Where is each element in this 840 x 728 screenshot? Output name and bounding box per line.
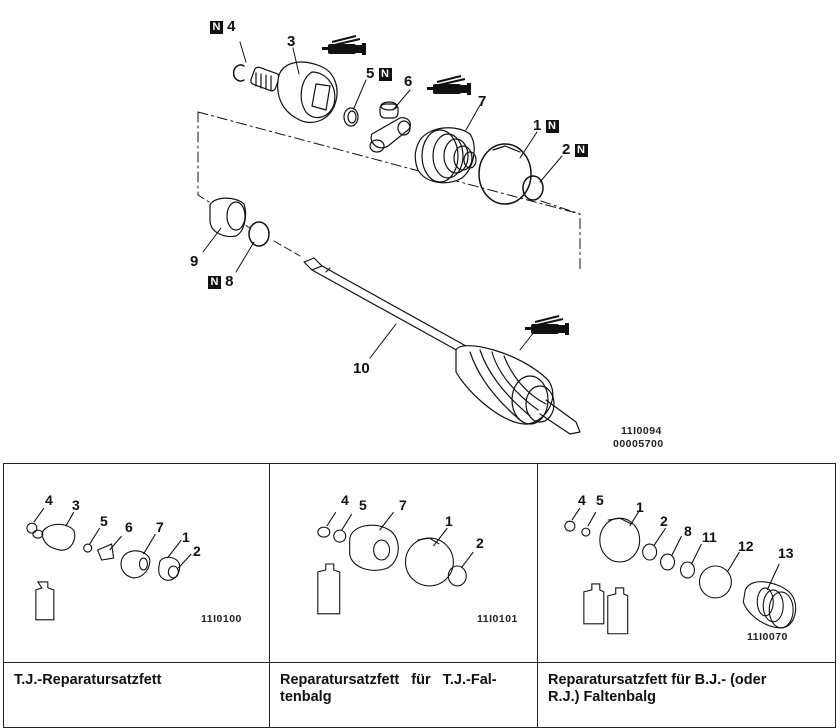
kit-part-label: 6 [125,519,133,535]
caption-line: R.J.) Faltenbalg [548,689,656,705]
new-part-badge: N [378,68,392,81]
part-5-spacer-ring [343,79,367,127]
kit-part-label: 13 [778,545,794,561]
kit-tj-boot-parts-drawing [317,511,474,615]
new-part-badge: N [574,144,588,157]
kit-part-label: 5 [359,497,367,513]
grease-gun-icon [525,315,569,335]
callout-part-10: 10 [353,360,370,377]
callout-part-4: N 4 [210,19,236,34]
part-4-circlip [232,41,247,82]
callout-part-9: 9 [190,253,199,270]
callout-part-6: 6 [404,73,413,90]
kit-images-row: 4 3 5 6 7 1 2 11I0100 4 5 7 1 [3,463,836,663]
kit-part-label: 1 [636,499,644,515]
kit-part-label: 4 [578,492,586,508]
drive-shaft-drawing [197,41,581,435]
kit-part-label: 7 [399,497,407,513]
grease-bottle-icon [583,583,605,625]
grease-bottle-icon [35,581,55,621]
callout-part-2: 2 N [562,142,588,157]
kit-part-label: 8 [684,523,692,539]
callout-part-1: 1 N [533,118,559,133]
kit-caption-tj-boot: Reparatursatzfett für T.J.-Fal- tenbalg [269,662,538,728]
kit-part-label: 2 [193,543,201,559]
grease-gun-icon [427,75,471,95]
kit-part-label: 7 [156,519,164,535]
part-6-spider [369,89,412,153]
new-part-badge: N [208,276,221,289]
callout-part-7: 7 [478,93,487,110]
new-part-badge: N [545,120,559,133]
callout-part-3: 3 [287,33,296,50]
kit-part-label: 12 [738,538,754,554]
exploded-view-diagram: N 4 3 5 N 6 7 1 N 2 N 9 N 8 10 11I0094 0… [190,19,664,450]
kit-figure-code: 11I0070 [747,631,788,643]
kit-part-label: 4 [341,492,349,508]
part-7-tj-boot [414,104,481,184]
new-part-badge: N [210,21,223,34]
kit-part-label: 1 [182,529,190,545]
kit-part-label: 3 [72,497,80,513]
part-1-boot-band [478,131,538,205]
caption-line: Reparatursatzfett für T.J.-Fal- [280,672,497,688]
kit-part-label: 2 [476,535,484,551]
caption-line: tenbalg [280,689,332,705]
kit-part-label: 11 [702,529,717,545]
repair-kits-table: 4 3 5 6 7 1 2 11I0100 4 5 7 1 [3,463,836,728]
part-3-tj-housing [250,47,338,123]
caption-line: Reparatursatzfett für B.J.- (oder [548,672,767,688]
kit-captions-row: T.J.-Reparatursatzfett Reparatursatzfett… [3,662,836,728]
part-10-shaft-assembly [303,257,581,435]
kit-part-label: 5 [596,492,604,508]
kit-part-label: 5 [100,513,108,529]
part-2-boot-band [522,155,563,201]
callout-part-8: N 8 [208,274,234,289]
kit-image-tj-repair: 4 3 5 6 7 1 2 11I0100 [3,463,270,663]
kit-part-label: 4 [45,492,53,508]
kit-tj-parts-drawing [26,507,192,621]
part-8-boot-band [235,221,270,273]
kit-figure-code: 11I0101 [477,613,518,625]
kit-part-label: 2 [660,513,668,529]
kit-caption-bj-boot: Reparatursatzfett für B.J.- (oder R.J.) … [537,662,836,728]
figure-code: 11I0094 [621,425,662,437]
kit-image-bj-boot: 4 5 1 2 8 11 12 13 11I0070 [537,463,836,663]
callout-part-5: 5 N [366,66,392,81]
kit-part-label: 1 [445,513,453,529]
kit-bj-boot-parts-drawing [564,507,797,635]
document-code: 00005700 [613,438,664,450]
kit-image-tj-boot: 4 5 7 1 2 11I0101 [269,463,538,663]
kit-caption-tj-repair: T.J.-Reparatursatzfett [3,662,270,728]
grease-gun-icon [322,35,366,55]
grease-bottle-icon [607,587,629,635]
grease-bottle-icon [317,563,341,615]
kit-figure-code: 11I0100 [201,613,242,625]
part-9-boot [202,197,247,253]
